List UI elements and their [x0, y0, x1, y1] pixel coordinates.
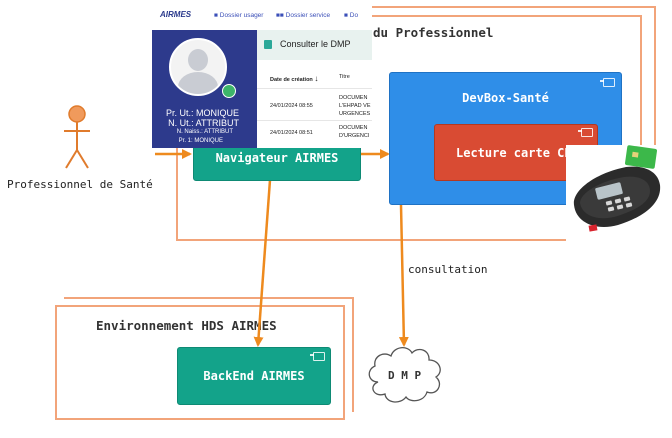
- edge-devbox-to-dmp: [398, 204, 409, 347]
- table-header-title: Titre: [339, 74, 350, 80]
- dmp-document-icon: [264, 40, 272, 49]
- verified-badge-icon: [222, 84, 236, 98]
- user-line-1: Pr. Ut.: MONIQUE: [165, 108, 239, 118]
- row-2-date: 24/01/2024 08:51: [270, 130, 313, 136]
- node-poste-3d-edge: [186, 6, 656, 232]
- divider: [257, 88, 372, 89]
- airmes-logo: AIRMES: [160, 10, 192, 19]
- actor-label: Professionnel de Santé: [7, 178, 153, 191]
- node-hds: [55, 305, 345, 420]
- component-icon: [578, 128, 593, 137]
- avatar: [169, 38, 227, 96]
- row-1-title-2: L'EHPAD VE: [339, 103, 371, 109]
- user-icon: ■: [214, 12, 218, 19]
- sort-down-icon: ↓: [314, 74, 319, 83]
- component-backend-label: BackEnd AIRMES: [203, 369, 305, 383]
- component-navigateur-label: Navigateur AIRMES: [215, 151, 339, 165]
- row-2-title-1: DOCUMEN: [339, 125, 368, 131]
- row-1-date: 24/01/2024 08:55: [270, 103, 313, 109]
- row-1-title-3: URGENCES: [339, 111, 371, 117]
- nav-dossier-service[interactable]: ■■ Dossier service: [276, 12, 331, 19]
- component-icon: [310, 352, 325, 361]
- edge-navigateur-to-backend: [253, 179, 272, 347]
- card-reader-icon: [566, 145, 672, 245]
- component-devbox-label: DevBox-Santé: [462, 91, 549, 105]
- node-hds-3d-edge: [64, 297, 354, 412]
- dmp-cloud-icon: [368, 347, 441, 403]
- user-line-2: N. Ut.: ATTRIBUT: [168, 118, 239, 128]
- component-lecture-cps-label: Lecture carte CPS: [456, 145, 579, 160]
- actor-icon: [64, 105, 90, 169]
- airmes-user-sidebar: Pr. Ut.: MONIQUE N. Ut.: ATTRIBUT N. Nai…: [152, 30, 257, 148]
- divider: [257, 120, 372, 121]
- row-1-title-1: DOCUMEN: [339, 95, 368, 101]
- airmes-screenshot: AIRMES ■ Dossier usager ■■ Dossier servi…: [152, 0, 372, 148]
- node-hds-title: Environnement HDS AIRMES: [96, 318, 277, 333]
- user-line-3: N. Naiss.: ATTRIBUT: [176, 129, 233, 135]
- nav-dossier-other[interactable]: ■ Do: [344, 12, 359, 19]
- component-icon: [600, 78, 615, 87]
- row-2-title-2: D'URGENCI: [339, 133, 370, 139]
- document-icon: ■: [344, 12, 348, 19]
- node-poste-title: du Professionnel: [373, 25, 494, 40]
- group-icon: ■■: [276, 12, 284, 19]
- user-line-4: Pr. 1: MONIQUE: [178, 138, 223, 144]
- consulter-dmp-button[interactable]: Consulter le DMP: [280, 39, 351, 49]
- table-header-date[interactable]: Date de création ↓: [270, 74, 319, 83]
- edge-consultation-label: consultation: [408, 263, 488, 276]
- nav-dossier-usager[interactable]: ■ Dossier usager: [214, 12, 264, 19]
- dmp-cloud-label: D M P: [388, 369, 422, 382]
- component-backend-airmes: BackEnd AIRMES: [177, 347, 331, 405]
- dmp-panel-header: [257, 30, 372, 60]
